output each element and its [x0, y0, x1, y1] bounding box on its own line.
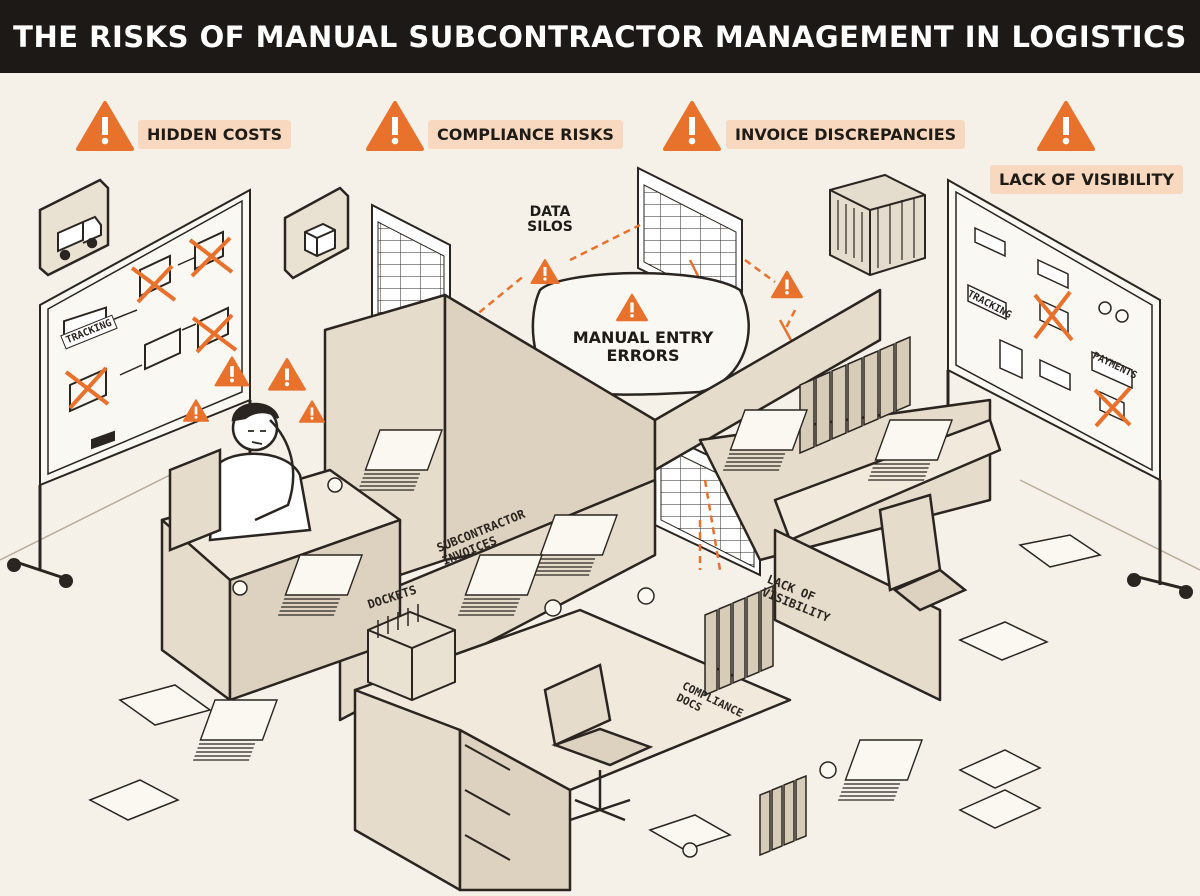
warning-icon — [1037, 101, 1095, 151]
right-whiteboard — [915, 178, 1193, 599]
warning-icon — [366, 101, 424, 151]
stressed-worker — [208, 402, 312, 542]
office-illustration: TRACKING TRACKING PAYMENTS HIDDEN COSTS … — [0, 73, 1200, 896]
office-chair-icon — [168, 448, 968, 822]
binder-shelf — [799, 335, 911, 455]
warning-icon — [76, 101, 134, 151]
data-silos-callout: DATA SILOS — [527, 204, 573, 236]
filing-box-icon — [367, 604, 456, 702]
risk-label-hidden-costs: HIDDEN COSTS — [138, 120, 292, 149]
warning-icon — [298, 400, 326, 423]
right-board-cross-marks — [1033, 290, 1132, 428]
left-board-cross-marks — [64, 236, 238, 410]
page-title: THE RISKS OF MANUAL SUBCONTRACTOR MANAGE… — [13, 19, 1187, 54]
risk-label-lack-of-visibility: LACK OF VISIBILITY — [990, 165, 1183, 194]
warning-icon — [268, 358, 306, 391]
scene-drawing — [0, 101, 1200, 892]
loose-papers — [88, 477, 1102, 858]
compliance-folders — [704, 584, 807, 857]
risk-label-invoice-discrepancies: INVOICE DISCREPANCIES — [726, 120, 966, 149]
risk-label-compliance-risks: COMPLIANCE RISKS — [428, 120, 623, 149]
package-icon — [283, 186, 350, 280]
shipping-container-icon — [829, 173, 926, 277]
manual-entry-errors-callout: MANUAL ENTRY ERRORS — [572, 328, 714, 365]
warning-icon — [663, 101, 721, 151]
truck-icon — [38, 178, 110, 277]
title-bar: THE RISKS OF MANUAL SUBCONTRACTOR MANAGE… — [0, 0, 1200, 73]
warning-icon — [530, 259, 560, 284]
warning-icon — [771, 270, 803, 299]
